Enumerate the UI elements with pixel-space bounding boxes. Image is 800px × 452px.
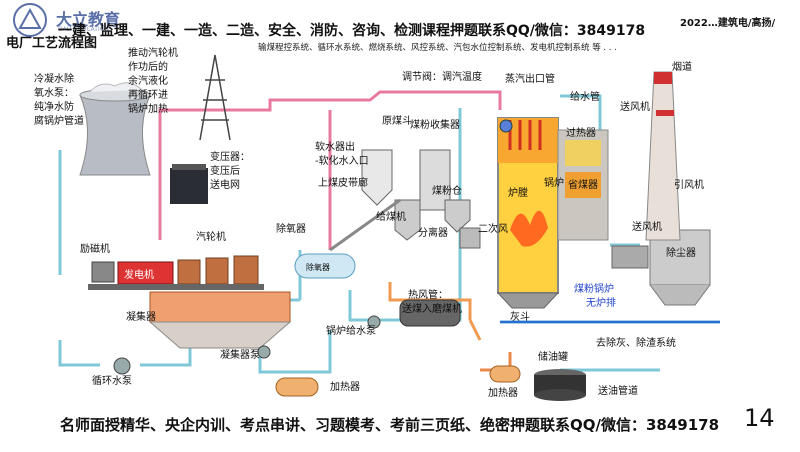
- coal-mill: [399, 299, 461, 327]
- condenser: [148, 291, 292, 349]
- logo-text: 大立教育: [56, 10, 121, 29]
- circ-pump-label: 循环水泵: [92, 374, 132, 387]
- left-note-line-3: 纯净水防: [34, 100, 74, 113]
- oil-tank: [534, 369, 586, 401]
- oil-tank-label: 储油罐: [538, 350, 568, 363]
- raw-coal-bin-label: 原煤斗: [382, 114, 412, 127]
- no-grate-label: 无炉排: [586, 296, 616, 309]
- circ-pump-icon: [113, 357, 131, 375]
- deaerator-tank-label: 除氧器: [306, 262, 330, 272]
- deaerator-label: 除氧器: [276, 222, 306, 235]
- turbine-note-line-4: 再循环进: [128, 88, 168, 101]
- steam-outlet-label: 蒸汽出口管: [505, 72, 555, 85]
- feed-pump-label: 锅炉给水泵: [326, 324, 376, 337]
- turbine-label: 汽轮机: [196, 230, 226, 243]
- chimney: [645, 71, 681, 241]
- logo-subtitle: DALI EDUCATION: [58, 26, 109, 33]
- top-banner: 一建、监理、一建、一造、二造、安全、消防、咨询、检测课程押题联系QQ/微信：38…: [58, 23, 646, 39]
- transmission-tower-icon: [199, 54, 231, 141]
- boiler: [496, 117, 609, 309]
- page-number: 14: [744, 404, 775, 432]
- dust-collector-label: 除尘器: [666, 246, 696, 259]
- condenser-label: 凝集器: [126, 310, 156, 323]
- coal-collector-label: 煤粉收集器: [410, 118, 460, 131]
- to-mill-label: 送煤入磨煤机: [402, 302, 462, 315]
- left-note-line-4: 腐锅炉管道: [34, 114, 84, 127]
- left-note-line-1: 冷凝水除: [34, 72, 74, 85]
- system-list: 输煤程控系统、循环水系统、燃烧系统、风控系统、汽包水位控制系统、发电机控制系统 …: [258, 43, 617, 53]
- softener-note-line-1: 软水器出: [315, 140, 355, 153]
- separator-label: 分离器: [418, 226, 448, 239]
- oil-pipe-label: 送油管道: [598, 384, 638, 397]
- logo-emblem-icon: [13, 3, 47, 37]
- regulating-valve-label: 调节阀：调汽温度: [402, 70, 482, 83]
- transformer: [170, 168, 208, 204]
- transformer-note-line-2: 变压后: [210, 164, 240, 177]
- transformer-note-line-3: 送电网: [210, 178, 240, 191]
- page-title: 电厂工艺流程图: [6, 36, 98, 51]
- turbine-note-line-5: 锅炉加热: [128, 102, 168, 115]
- turbine-note-line-3: 余汽液化: [128, 74, 168, 87]
- oil-heater-label: 加热器: [488, 386, 518, 399]
- header-right: 2022…建筑电/高扬/: [680, 18, 776, 29]
- ash-hopper-label: 灰斗: [510, 310, 530, 323]
- ash-removal-label: 去除灰、除渣系统: [596, 336, 676, 349]
- condenser-pump-icon: [257, 345, 271, 359]
- cooling-tower: [79, 82, 151, 176]
- hot-air-pipe-label: 热风管：: [408, 288, 448, 301]
- furnace-label: 炉膛: [508, 186, 528, 199]
- deaerator-tank: [294, 253, 356, 279]
- coal-bin-label: 煤粉仓: [432, 184, 462, 197]
- condenser-pump-label: 凝集器泵: [220, 348, 260, 361]
- economizer-label: 省煤器: [568, 178, 598, 191]
- superheater-label: 过热器: [566, 126, 596, 139]
- left-note-line-2: 氧水泵：: [34, 86, 74, 99]
- induced-fan-label: 引风机: [674, 178, 704, 191]
- preheater-label: 送风机: [620, 100, 650, 113]
- dust-collector: [611, 229, 711, 306]
- diagram-labels: 冷凝水除 氧水泵： 纯净水防 腐锅炉管道 推动汽轮机 作功后的 余汽液化 再循环…: [34, 46, 704, 399]
- softener-note-line-2: -软化水入口: [315, 154, 369, 167]
- coal-feeder-label: 给煤机: [376, 210, 406, 223]
- chimney-label: 烟道: [672, 60, 692, 73]
- heater-label: 加热器: [330, 380, 360, 393]
- drum-label: 锅炉: [544, 177, 564, 189]
- bottom-banner: 名师面授精华、央企内训、考点串讲、习题模考、考前三页纸、绝密押题联系QQ/微信：…: [60, 416, 720, 434]
- generator-label: 发电机: [124, 268, 154, 281]
- transformer-note-line-1: 变压器：: [210, 150, 250, 163]
- turbine-note-line-2: 作功后的: [128, 60, 168, 73]
- heater-cylinder: [275, 377, 319, 397]
- conveyor-label: 上煤皮带廊: [318, 176, 368, 189]
- generator-set: [88, 255, 264, 290]
- feedwater-pipe-label: 给水管: [570, 90, 600, 103]
- turbine-note-line-1: 推动汽轮机: [128, 46, 178, 59]
- pulverized-boiler-label: 煤粉锅炉: [574, 282, 614, 295]
- oil-heater: [489, 365, 521, 383]
- exciter-label: 励磁机: [80, 242, 110, 255]
- feed-pump-icon: [367, 315, 381, 329]
- secondary-air-label: 二次风: [478, 222, 508, 235]
- forced-fan-label: 送风机: [632, 220, 662, 233]
- coal-hoppers: [329, 149, 481, 252]
